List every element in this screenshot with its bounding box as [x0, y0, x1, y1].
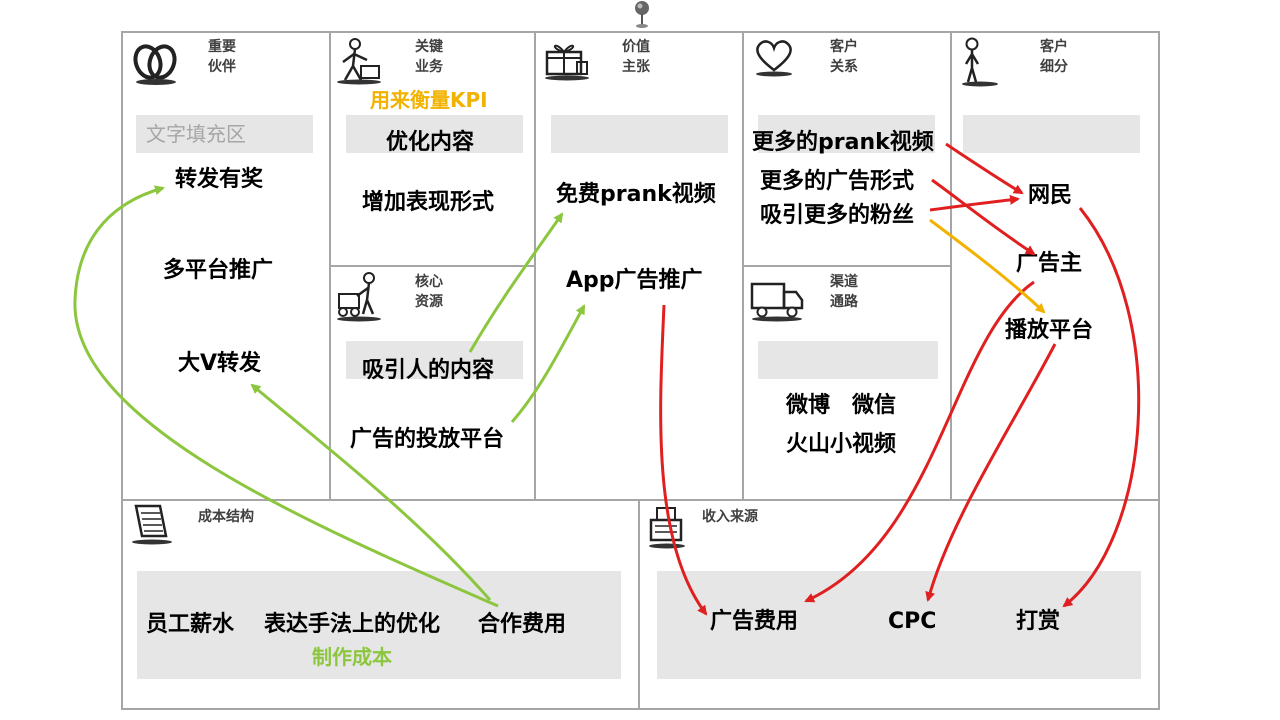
pushpin-icon	[635, 1, 649, 28]
resources-item-1: 吸引人的内容	[362, 358, 495, 383]
segments-item-3: 播放平台	[1005, 318, 1094, 343]
value-item-1: 免费prank视频	[556, 182, 716, 207]
value-input-box[interactable]	[551, 115, 728, 153]
partners-placeholder: 文字填充区	[146, 122, 246, 146]
header-line: 关系	[830, 59, 858, 75]
header-key-resources: 核心 资源	[415, 272, 443, 312]
header-line: 客户	[830, 39, 858, 55]
relations-item-2: 更多的广告形式	[760, 169, 915, 194]
cart-worker-icon	[337, 272, 381, 322]
person-icon	[962, 37, 998, 87]
partners-item-1: 转发有奖	[175, 167, 264, 192]
cost-item-1: 员工薪水	[146, 612, 235, 637]
cost-note: 制作成本	[312, 645, 392, 669]
value-proposition-cell	[534, 31, 744, 501]
header-customer-relationships: 客户 关系	[830, 37, 858, 77]
cost-item-2: 表达手法上的优化	[264, 612, 441, 637]
header-line: 渠道	[830, 274, 858, 290]
partners-input-box[interactable]	[136, 115, 313, 153]
header-line: 通路	[830, 294, 858, 310]
activities-item-2: 增加表现形式	[362, 190, 495, 215]
header-key-activities: 关键 业务	[415, 37, 443, 77]
header-customer-segments: 客户 细分	[1040, 37, 1068, 77]
header-cost-structure: 成本结构	[198, 509, 254, 525]
relations-item-3: 吸引更多的粉丝	[760, 203, 915, 228]
header-line: 主张	[622, 59, 650, 75]
relations-item-1: 更多的prank视频	[752, 130, 934, 155]
header-line: 客户	[1040, 39, 1068, 55]
revenue-item-2: CPC	[888, 609, 937, 634]
header-channels: 渠道 通路	[830, 272, 858, 312]
resources-item-2: 广告的投放平台	[350, 427, 505, 452]
header-line: 重要	[208, 39, 236, 55]
heart-icon	[756, 40, 792, 77]
header-line: 资源	[415, 294, 443, 310]
channels-input-box[interactable]	[758, 341, 938, 379]
partners-item-3: 大V转发	[178, 351, 262, 376]
truck-icon	[750, 282, 804, 322]
relations-input-box[interactable]	[758, 115, 935, 153]
chain-link-icon	[133, 44, 177, 85]
worker-icon	[337, 38, 381, 85]
revenue-item-1: 广告费用	[710, 609, 799, 634]
header-value-proposition: 价值 主张	[622, 37, 650, 77]
header-key-partners: 重要 伙伴	[208, 37, 236, 77]
cost-item-3: 合作费用	[478, 612, 567, 637]
channels-item-2: 火山小视频	[786, 432, 897, 457]
header-line: 价值	[622, 39, 650, 55]
cash-register-icon	[649, 507, 685, 549]
header-revenue-streams: 收入来源	[702, 509, 758, 525]
kpi-label: 用来衡量KPI	[370, 88, 488, 112]
header-line: 核心	[415, 274, 443, 290]
segments-item-2: 广告主	[1016, 251, 1083, 276]
gift-icon	[545, 44, 589, 81]
segments-input-box[interactable]	[963, 115, 1140, 153]
header-line: 关键	[415, 39, 443, 55]
value-item-2: App广告推广	[566, 268, 703, 293]
activities-item-1: 优化内容	[386, 130, 475, 155]
header-line: 细分	[1040, 59, 1068, 75]
channels-item-1: 微博 微信	[786, 393, 897, 418]
segments-item-1: 网民	[1028, 183, 1073, 208]
header-line: 伙伴	[208, 59, 236, 75]
document-icon	[132, 504, 172, 545]
activities-input-box[interactable]	[346, 115, 523, 153]
revenue-item-3: 打赏	[1016, 609, 1061, 634]
partners-item-2: 多平台推广	[163, 258, 274, 283]
header-line: 业务	[415, 59, 443, 75]
